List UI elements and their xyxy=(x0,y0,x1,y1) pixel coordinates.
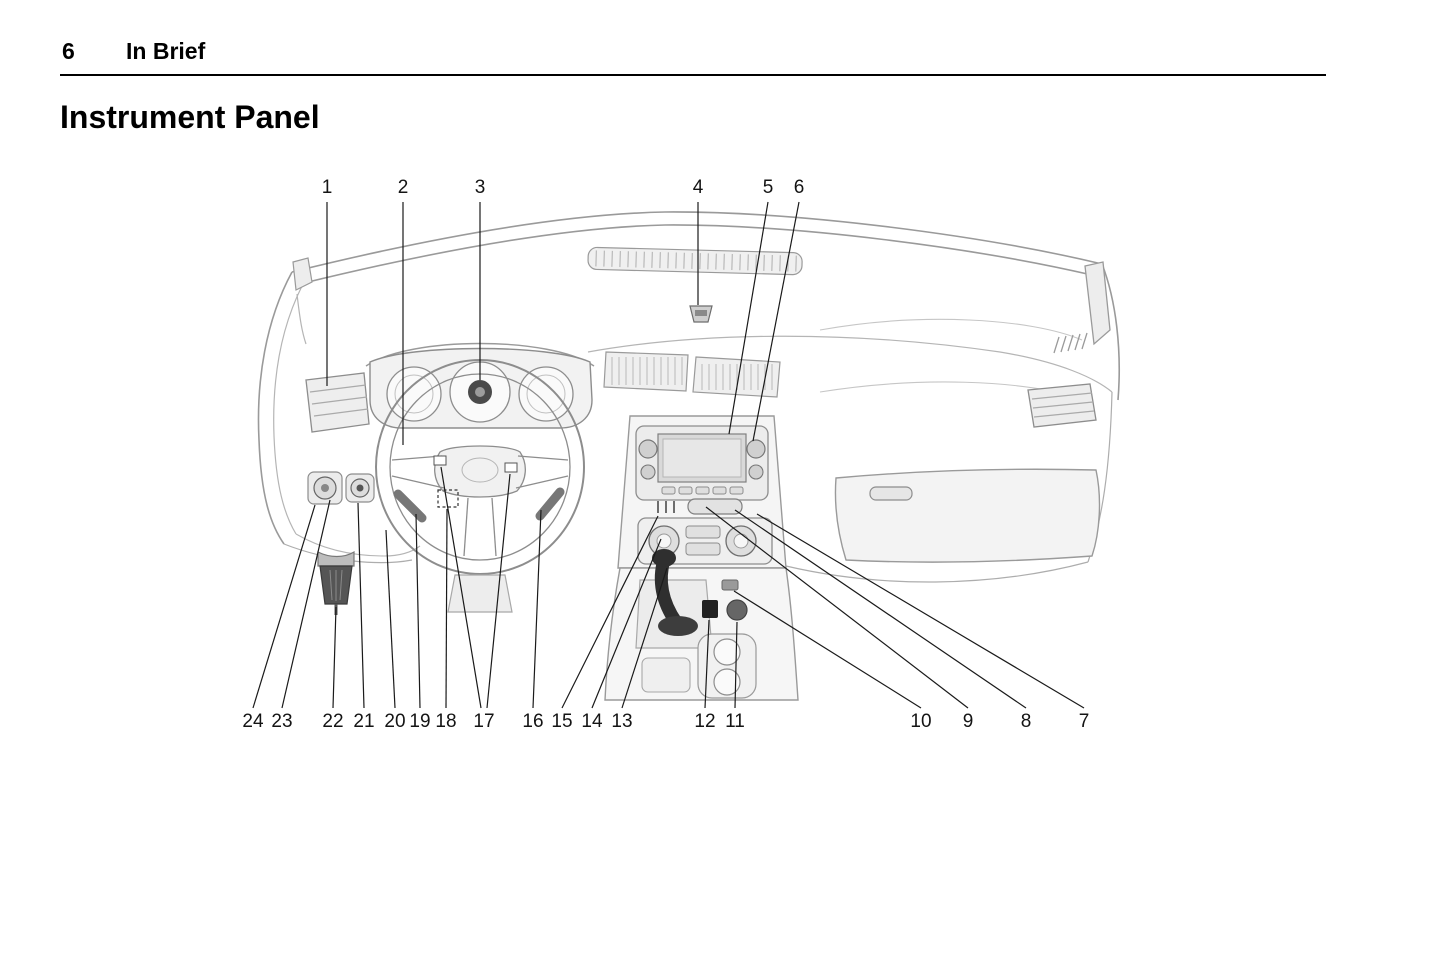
data-link-connector xyxy=(317,550,355,615)
callout-21: 21 xyxy=(353,711,374,732)
right-stalk xyxy=(535,487,565,521)
cupholder-rear xyxy=(713,668,741,696)
storage-door-button xyxy=(687,498,743,515)
headlamp-switch xyxy=(307,471,375,505)
glove-box xyxy=(834,468,1101,563)
steering-wheel-controls xyxy=(433,455,518,473)
callout-14: 14 xyxy=(581,711,603,732)
radio-button-row xyxy=(661,486,744,495)
center-air-vents xyxy=(603,351,781,398)
callout-16: 16 xyxy=(522,711,543,732)
console-knob xyxy=(726,599,748,621)
callout-9: 9 xyxy=(963,711,974,732)
callout-1: 1 xyxy=(322,177,333,198)
cupholder-front xyxy=(713,638,741,666)
callout-17: 17 xyxy=(473,711,494,732)
callout-5: 5 xyxy=(763,177,774,198)
section-title: Instrument Panel xyxy=(60,99,320,135)
leader-lines xyxy=(252,201,1085,709)
dashboard-outline xyxy=(257,211,1120,583)
callout-18: 18 xyxy=(435,711,456,732)
callout-10: 10 xyxy=(910,711,931,732)
console-tray xyxy=(641,657,691,693)
chapter-title: In Brief xyxy=(126,38,206,64)
left-pillar xyxy=(292,257,313,345)
callout-6: 6 xyxy=(794,177,805,198)
cupholder-tray xyxy=(697,633,757,699)
center-console xyxy=(604,549,799,701)
left-air-vent xyxy=(305,372,370,433)
callout-3: 3 xyxy=(475,177,486,198)
shift-knob xyxy=(652,549,676,567)
callout-19: 19 xyxy=(409,711,430,732)
callout-12: 12 xyxy=(694,711,715,732)
callout-23: 23 xyxy=(271,711,292,732)
callout-2: 2 xyxy=(398,177,409,198)
glove-box-handle xyxy=(869,486,913,501)
callout-24: 24 xyxy=(242,711,264,732)
steering-column xyxy=(393,487,565,613)
right-air-vent xyxy=(1027,383,1097,428)
radio-right-knob xyxy=(746,439,766,459)
callout-7: 7 xyxy=(1079,711,1090,732)
callout-numbers: 1 2 3 4 5 6 24 23 22 21 20 19 18 17 16 1… xyxy=(242,177,1089,732)
callout-22: 22 xyxy=(322,711,343,732)
callout-8: 8 xyxy=(1021,711,1032,732)
console-switch xyxy=(721,579,739,591)
radio-left-knob xyxy=(638,439,658,459)
callout-11: 11 xyxy=(725,711,745,732)
defroster-grille xyxy=(587,246,803,276)
shift-boot xyxy=(658,616,698,636)
right-pillar-trim xyxy=(1053,261,1111,354)
callout-4: 4 xyxy=(693,177,704,198)
steering-wheel xyxy=(375,359,585,575)
hazard-marks xyxy=(657,501,675,513)
light-sensor xyxy=(689,305,713,323)
callout-20: 20 xyxy=(384,711,405,732)
power-outlet xyxy=(702,600,718,618)
callout-15: 15 xyxy=(551,711,572,732)
left-stalk xyxy=(393,489,427,523)
page-number: 6 xyxy=(62,38,75,64)
instrument-cluster xyxy=(365,342,595,429)
header-rule xyxy=(60,74,1326,76)
callout-13: 13 xyxy=(611,711,632,732)
